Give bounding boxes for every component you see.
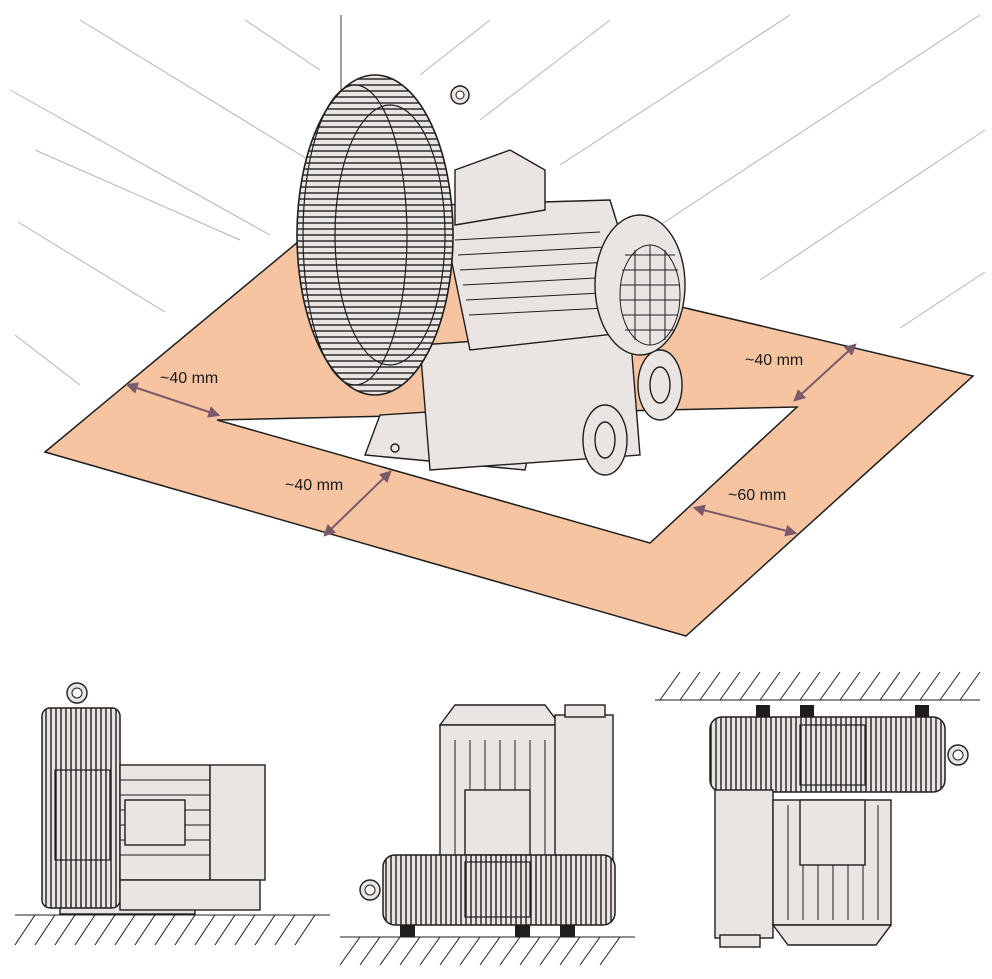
wall-lines xyxy=(9,14,986,386)
rear-view-floor-mounted xyxy=(339,704,635,966)
dimension-arrow-left xyxy=(125,382,221,418)
dimension-label-right-back: ~40 mm xyxy=(745,352,803,369)
dimension-arrow-front xyxy=(323,470,392,537)
dimension-label-front: ~40 mm xyxy=(285,477,343,494)
dimension-arrow-right-front xyxy=(692,504,798,537)
ceiling-mounted-view xyxy=(655,671,981,948)
dimension-label-right-front: ~60 mm xyxy=(728,487,786,504)
blower-perspective xyxy=(296,74,686,476)
side-view-floor-mounted xyxy=(14,682,330,946)
dimension-arrow-right-back xyxy=(793,343,857,402)
dimension-label-left: ~40 mm xyxy=(160,370,218,387)
